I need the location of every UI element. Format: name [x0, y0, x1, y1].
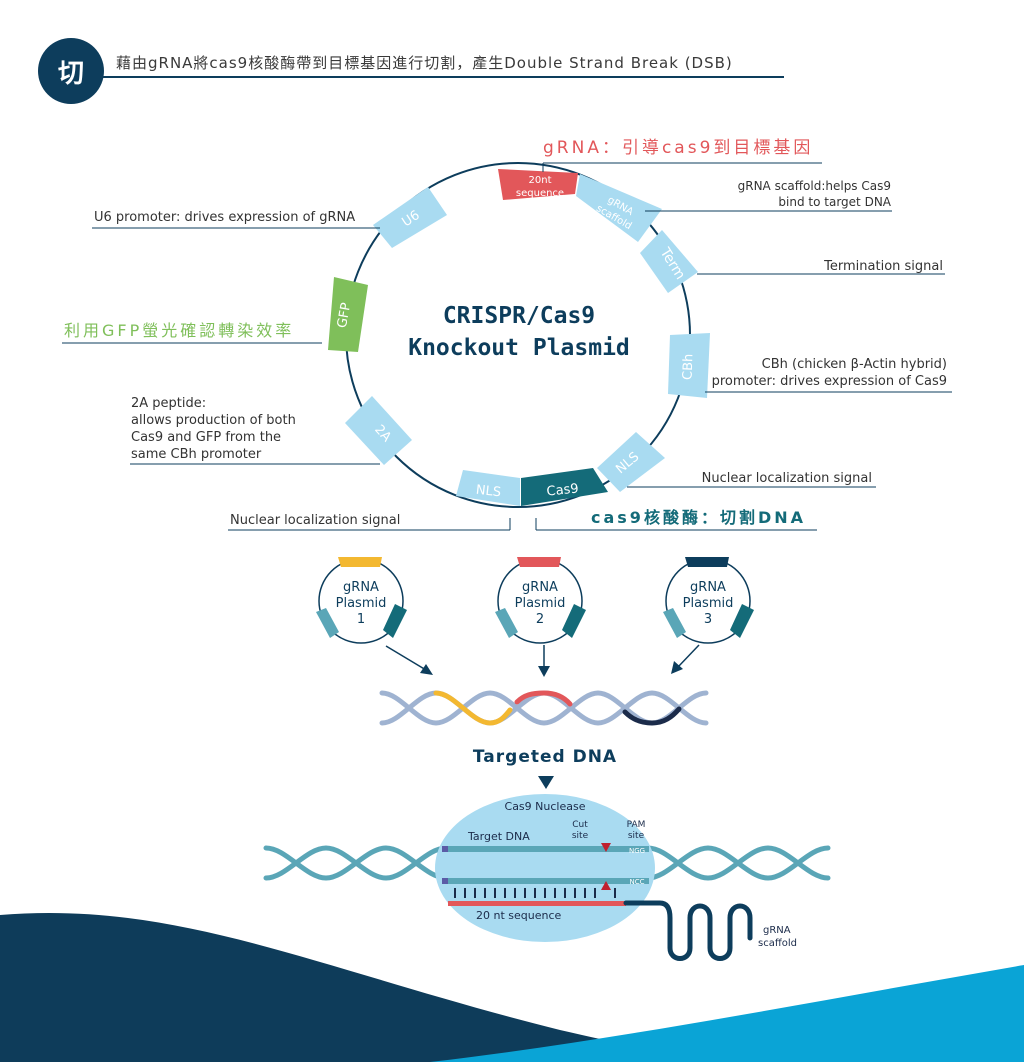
p2a-text-4: same CBh promoter [131, 447, 262, 462]
targeted-dna-helix [379, 690, 709, 726]
plasmid-title-line1: CRISPR/Cas9 [443, 303, 595, 329]
segment-cas9-label: Cas9 [546, 481, 579, 499]
annotation-u6: U6 promoter: drives expression of gRNA [92, 210, 380, 229]
seq-label: 20 nt sequence [476, 909, 562, 922]
cbh-text-1: CBh (chicken β-Actin hybrid) [762, 357, 947, 372]
annotation-nls-right: Nuclear localization signal [627, 471, 876, 488]
down-triangle-icon [538, 776, 554, 789]
targeted-dna-label: Targeted DNA [473, 747, 617, 767]
cut-marker-bottom [601, 881, 611, 890]
grna-scaffold-label-2: scaffold [758, 938, 797, 949]
segment-term: Term [640, 230, 698, 293]
ngg-label: NGG [629, 847, 645, 855]
segment-gfp-label: GFP [335, 301, 354, 329]
p2a-text-2: allows production of both [131, 413, 296, 428]
gfp-title: 利用GFP螢光確認轉染效率 [64, 321, 294, 340]
segment-2a: 2A [345, 396, 412, 465]
segment-nls-left: NLS [456, 470, 520, 506]
segment-20nt-label-2: sequence [516, 188, 564, 199]
grna-plasmid-3: gRNA Plasmid 3 [663, 557, 754, 644]
nls-right-text: Nuclear localization signal [702, 471, 872, 486]
grna-plasmid-3-line1: gRNA [690, 580, 726, 595]
segment-nls-left-label: NLS [475, 483, 502, 501]
header-underline [100, 76, 784, 78]
grna-plasmid-1: gRNA Plasmid 1 [316, 557, 407, 644]
grna-scaffold-squiggle [623, 900, 753, 961]
plasmid-arrows [385, 644, 700, 677]
cut-marker-top [601, 843, 611, 852]
mechanism-helix-right [645, 845, 831, 881]
pam-site-label-2: site [628, 831, 645, 841]
p2a-text-1: 2A peptide: [131, 396, 206, 411]
segment-gfp: GFP [328, 277, 368, 352]
grna-plasmid-3-line2: Plasmid [683, 596, 734, 611]
cut-site-label-1: Cut [572, 820, 588, 830]
segment-cas9: Cas9 [521, 468, 608, 506]
annotation-cbh: CBh (chicken β-Actin hybrid) promoter: d… [705, 357, 952, 393]
header-title: 藉由gRNA將cas9核酸酶帶到目標基因進行切割，產生Double Strand… [116, 54, 733, 72]
segment-nls-right: NLS [597, 432, 665, 492]
scaffold-text-2: bind to target DNA [778, 195, 891, 209]
segment-20nt-label-1: 20nt [529, 175, 552, 186]
target-dna-label: Target DNA [467, 830, 530, 843]
annotation-termination: Termination signal [697, 259, 945, 275]
annotation-scaffold: gRNA scaffold:helps Cas9 bind to target … [645, 179, 892, 212]
grna-plasmid-2-line3: 2 [536, 612, 544, 627]
segment-grna-scaffold: gRNA scaffold [576, 174, 662, 242]
scaffold-text-1: gRNA scaffold:helps Cas9 [738, 179, 891, 193]
termination-text: Termination signal [823, 259, 943, 274]
grna-plasmid-1-line2: Plasmid [336, 596, 387, 611]
annotation-2a: 2A peptide: allows production of both Ca… [130, 396, 380, 465]
cut-site-label-2: site [572, 831, 589, 841]
background-wave [0, 912, 1024, 1062]
grna-plasmid-2-line1: gRNA [522, 580, 558, 595]
annotation-cas9: cas9核酸酶：切割DNA [535, 508, 817, 531]
segment-cbh: CBh [668, 333, 710, 398]
annotation-grna: gRNA：引導cas9到目標基因 [542, 138, 822, 172]
annotation-nls-left: Nuclear localization signal [228, 513, 511, 531]
segment-u6: U6 [373, 187, 447, 248]
grna-plasmid-2-line2: Plasmid [515, 596, 566, 611]
nuclease-label: Cas9 Nuclease [505, 800, 586, 813]
cas9-title: cas9核酸酶：切割DNA [591, 508, 806, 527]
grna-plasmid-2: gRNA Plasmid 2 [495, 557, 586, 644]
cbh-text-2: promoter: drives expression of Cas9 [712, 374, 947, 389]
header-badge: 切 [38, 38, 104, 104]
segment-20nt: 20nt sequence [498, 169, 578, 200]
ncc-label: NCC [629, 878, 644, 886]
grna-plasmid-3-line3: 3 [704, 612, 712, 627]
nls-left-text: Nuclear localization signal [230, 513, 400, 528]
p2a-text-3: Cas9 and GFP from the [131, 430, 281, 445]
u6-text: U6 promoter: drives expression of gRNA [94, 210, 355, 225]
grna-plasmid-1-line1: gRNA [343, 580, 379, 595]
grna-plasmid-1-line3: 1 [357, 612, 365, 627]
grna-scaffold-label-1: gRNA [763, 925, 791, 936]
pam-site-label-1: PAM [627, 820, 646, 830]
segment-cbh-label: CBh [681, 353, 697, 380]
plasmid-title-line2: Knockout Plasmid [408, 335, 630, 361]
base-pair-ticks [454, 888, 616, 898]
cas9-mechanism: Cas9 Nuclease Target DNA Cut site PAM si… [263, 794, 831, 961]
grna-title: gRNA：引導cas9到目標基因 [543, 138, 813, 158]
mechanism-helix-left [263, 845, 449, 881]
annotation-gfp: 利用GFP螢光確認轉染效率 [62, 321, 322, 344]
